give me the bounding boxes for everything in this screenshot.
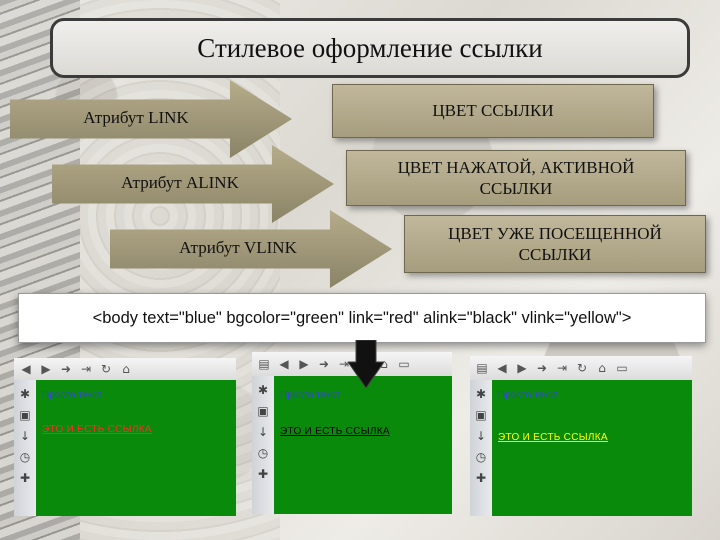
page-content: Просто текст ЭТО И ЕСТЬ ССЫЛКА — [36, 380, 236, 516]
browser-sidebar: ✱ ▣ ↓ ◷ ✚ — [470, 380, 492, 516]
plain-text: Просто текст — [280, 390, 341, 401]
plain-text: Просто текст — [498, 390, 559, 401]
home-icon[interactable]: ⌂ — [598, 361, 606, 375]
note-icon[interactable]: ▣ — [475, 407, 487, 422]
history-icon[interactable]: ◷ — [475, 449, 487, 464]
hyperlink-unvisited[interactable]: ЭТО И ЕСТЬ ССЫЛКА — [42, 424, 152, 435]
add-icon[interactable]: ✚ — [257, 466, 269, 481]
hyperlink-visited[interactable]: ЭТО И ЕСТЬ ССЫЛКА — [498, 432, 608, 443]
go-icon[interactable]: ➜ — [536, 361, 548, 375]
stop-icon[interactable]: ⇥ — [338, 357, 350, 371]
download-icon[interactable]: ↓ — [475, 428, 487, 443]
arrow-vlink-label: Атрибут VLINK — [179, 238, 297, 257]
settings-icon[interactable]: ✱ — [257, 382, 269, 397]
browser-panel-link: ◀ ▶ ➜ ⇥ ↻ ⌂ ✱ ▣ ↓ ◷ ✚ Просто текст ЭТО И… — [14, 358, 236, 516]
browser-panel-vlink: ▤ ◀ ▶ ➜ ⇥ ↻ ⌂ ▭ ✱ ▣ ↓ ◷ ✚ Просто текст Э… — [470, 356, 692, 516]
box-alink-color: ЦВЕТ НАЖАТОЙ, АКТИВНОЙ ССЫЛКИ — [346, 150, 686, 206]
panel-icon[interactable]: ▤ — [476, 361, 488, 375]
home-icon[interactable]: ⌂ — [122, 362, 130, 376]
reload-icon[interactable]: ↻ — [576, 361, 588, 375]
forward-icon[interactable]: ▶ — [41, 362, 51, 376]
go-icon[interactable]: ➜ — [318, 357, 330, 371]
download-icon[interactable]: ↓ — [257, 424, 269, 439]
box-alink-color-text: ЦВЕТ НАЖАТОЙ, АКТИВНОЙ ССЫЛКИ — [397, 157, 635, 198]
page-icon[interactable]: ▭ — [398, 357, 410, 371]
stop-icon[interactable]: ⇥ — [80, 362, 92, 376]
browser-sidebar: ✱ ▣ ↓ ◷ ✚ — [252, 376, 274, 514]
add-icon[interactable]: ✚ — [19, 470, 31, 485]
slide-title-text: Стилевое оформление ссылки — [197, 32, 543, 63]
page-content: Просто текст ЭТО И ЕСТЬ ССЫЛКА — [492, 380, 692, 516]
box-link-color-text: ЦВЕТ ССЫЛКИ — [432, 101, 554, 121]
code-text: <body text="blue" bgcolor="green" link="… — [92, 308, 632, 327]
forward-icon[interactable]: ▶ — [517, 361, 527, 375]
box-link-color: ЦВЕТ ССЫЛКИ — [332, 84, 654, 138]
forward-icon[interactable]: ▶ — [299, 357, 309, 371]
hyperlink-active[interactable]: ЭТО И ЕСТЬ ССЫЛКА — [280, 426, 390, 437]
browser-toolbar: ▤ ◀ ▶ ➜ ⇥ ↻ ⌂ ▭ — [470, 356, 692, 381]
stop-icon[interactable]: ⇥ — [556, 361, 568, 375]
add-icon[interactable]: ✚ — [475, 470, 487, 485]
browser-sidebar: ✱ ▣ ↓ ◷ ✚ — [14, 380, 36, 516]
browser-toolbar: ◀ ▶ ➜ ⇥ ↻ ⌂ — [14, 358, 236, 381]
settings-icon[interactable]: ✱ — [475, 386, 487, 401]
history-icon[interactable]: ◷ — [19, 449, 31, 464]
settings-icon[interactable]: ✱ — [19, 386, 31, 401]
box-vlink-color-text: ЦВЕТ УЖЕ ПОСЕЩЕННОЙ ССЫЛКИ — [448, 223, 662, 264]
home-icon[interactable]: ⌂ — [380, 357, 388, 371]
back-icon[interactable]: ◀ — [279, 357, 289, 371]
history-icon[interactable]: ◷ — [257, 445, 269, 460]
page-content: Просто текст ЭТО И ЕСТЬ ССЫЛКА — [274, 376, 452, 514]
note-icon[interactable]: ▣ — [19, 407, 31, 422]
arrow-alink-label: Атрибут ALINK — [121, 173, 239, 192]
page-icon[interactable]: ▭ — [616, 361, 628, 375]
download-icon[interactable]: ↓ — [19, 428, 31, 443]
reload-icon[interactable]: ↻ — [100, 362, 112, 376]
box-vlink-color: ЦВЕТ УЖЕ ПОСЕЩЕННОЙ ССЫЛКИ — [404, 215, 706, 273]
note-icon[interactable]: ▣ — [257, 403, 269, 418]
back-icon[interactable]: ◀ — [21, 362, 31, 376]
browser-panel-alink: ▤ ◀ ▶ ➜ ⇥ ↻ ⌂ ▭ ✱ ▣ ↓ ◷ ✚ Просто текст Э… — [252, 352, 452, 514]
plain-text: Просто текст — [42, 390, 103, 401]
panel-icon[interactable]: ▤ — [258, 357, 270, 371]
pointer-down-arrow-icon — [348, 340, 384, 388]
slide-title: Стилевое оформление ссылки — [50, 18, 690, 78]
back-icon[interactable]: ◀ — [497, 361, 507, 375]
go-icon[interactable]: ➜ — [60, 362, 72, 376]
code-box: <body text="blue" bgcolor="green" link="… — [18, 293, 706, 343]
arrow-link-label: Атрибут LINK — [83, 108, 189, 127]
